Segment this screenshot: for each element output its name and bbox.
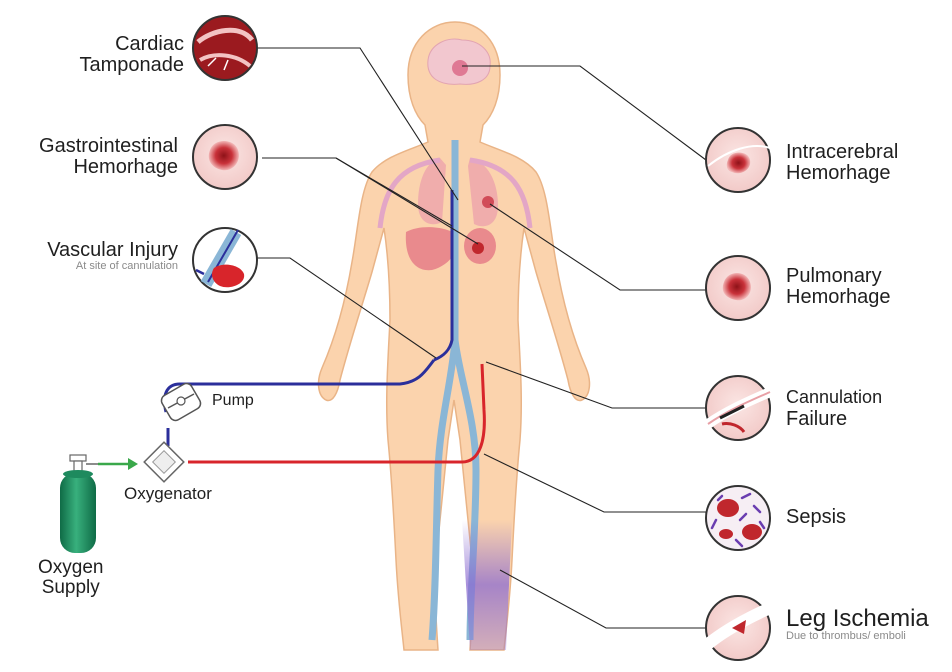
intracerebral-hemorrhage-icon xyxy=(706,128,770,192)
cannulation-failure-icon xyxy=(706,376,770,440)
oxygen-tank-icon xyxy=(60,455,98,553)
label-oxygenator: Oxygenator xyxy=(124,485,212,503)
leg-ischemia-zone xyxy=(462,520,512,650)
label-vascular-title: Vascular Injury xyxy=(47,240,178,261)
label-cannulation-line2: Failure xyxy=(786,409,882,430)
label-intracerebral-line1: Intracerebral xyxy=(786,142,898,163)
cardiac-tamponade-icon xyxy=(193,16,257,80)
vascular-injury-icon xyxy=(193,228,257,292)
label-cardiac-tamponade: Cardiac Tamponade xyxy=(79,34,184,76)
human-body xyxy=(319,22,590,650)
label-vascular-injury: Vascular Injury At site of cannulation xyxy=(47,240,178,273)
label-sepsis: Sepsis xyxy=(786,507,846,528)
label-cardiac-line2: Tamponade xyxy=(79,55,184,76)
sepsis-icon xyxy=(706,486,770,550)
oxygenator-icon xyxy=(144,442,184,482)
brain-lesion xyxy=(452,60,468,76)
label-intracerebral-line2: Hemorhage xyxy=(786,163,898,184)
label-vascular-sub: At site of cannulation xyxy=(47,261,178,273)
label-oxygen-supply: Oxygen Supply xyxy=(38,558,103,598)
leg-ischemia-icon xyxy=(706,596,770,660)
label-cannulation-line1: Cannulation xyxy=(786,388,882,407)
pulmonary-hemorrhage-icon xyxy=(706,256,770,320)
label-leg-sub: Due to thrombus/ emboli xyxy=(786,631,929,643)
gi-hemorrhage-icon xyxy=(193,125,257,189)
label-intracerebral-hemorrhage: Intracerebral Hemorhage xyxy=(786,142,898,184)
oxygen-flow-arrow xyxy=(98,458,138,470)
label-leg-title: Leg Ischemia xyxy=(786,606,929,631)
label-cardiac-line1: Cardiac xyxy=(79,34,184,55)
label-gi-line1: Gastrointestinal xyxy=(39,136,178,157)
leader-leg xyxy=(500,570,706,628)
label-oxygen-line2: Supply xyxy=(38,578,103,598)
label-oxygen-line1: Oxygen xyxy=(38,558,103,578)
label-pump: Pump xyxy=(212,393,254,410)
label-pulmonary-line2: Hemorhage xyxy=(786,287,891,308)
lung-lesion xyxy=(482,196,494,208)
label-pulmonary-line1: Pulmonary xyxy=(786,266,891,287)
label-cannulation-failure: Cannulation Failure xyxy=(786,388,882,430)
pump-icon xyxy=(159,381,202,422)
label-gi-hemorrhage: Gastrointestinal Hemorhage xyxy=(39,136,178,178)
label-pulmonary-hemorrhage: Pulmonary Hemorhage xyxy=(786,266,891,308)
label-leg-ischemia: Leg Ischemia Due to thrombus/ emboli xyxy=(786,606,929,643)
label-gi-line2: Hemorhage xyxy=(39,157,178,178)
